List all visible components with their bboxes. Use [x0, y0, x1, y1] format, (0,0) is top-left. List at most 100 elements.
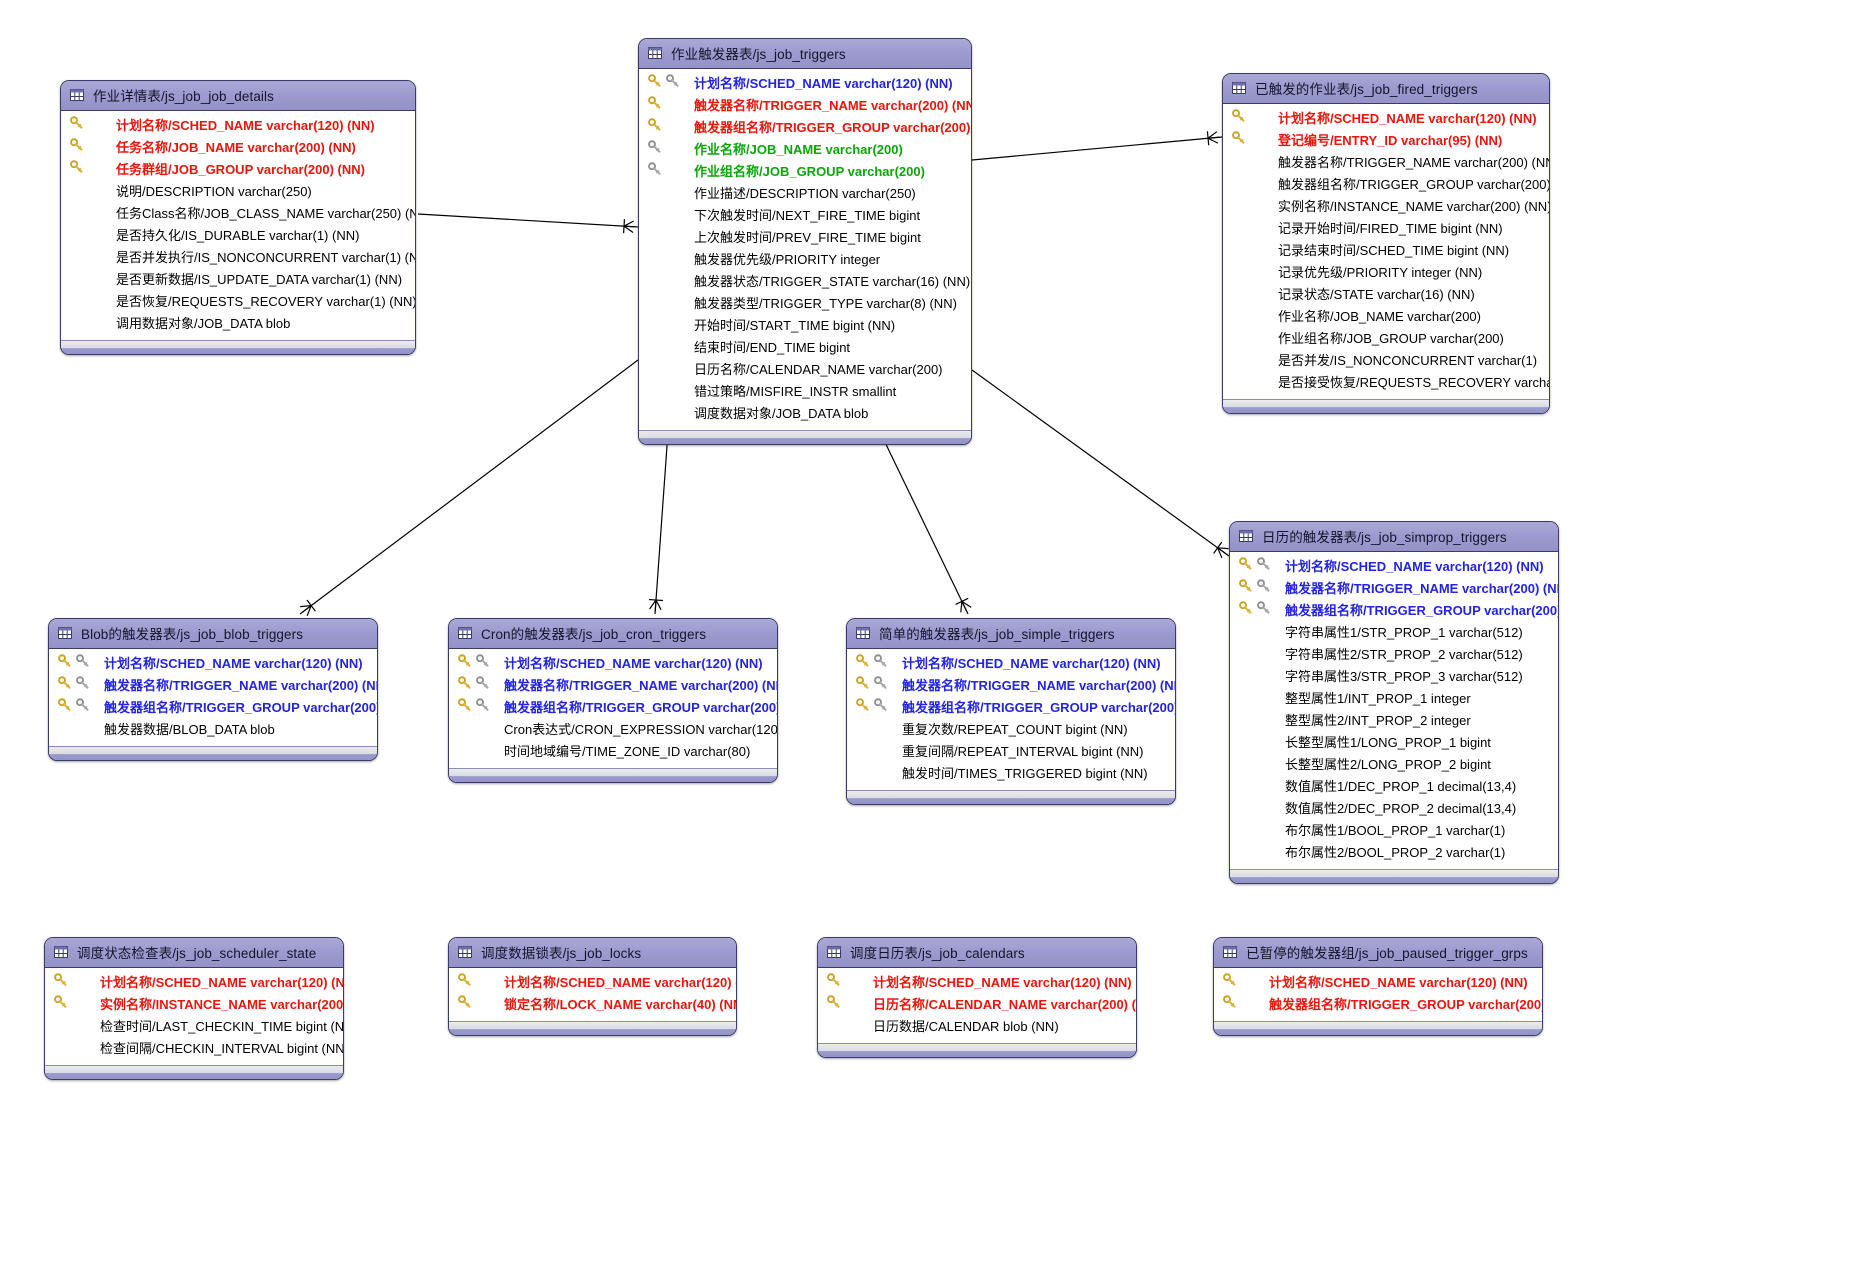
- attribute-row[interactable]: 任务Class名称/JOB_CLASS_NAME varchar(250) (N…: [61, 203, 415, 225]
- attribute-row[interactable]: 长整型属性1/LONG_PROP_1 bigint: [1230, 732, 1558, 754]
- attribute-row[interactable]: 作业组名称/JOB_GROUP varchar(200): [639, 161, 971, 183]
- entity-job_triggers[interactable]: 作业触发器表/js_job_triggers 计划名称/SCHED_NAME va…: [638, 38, 972, 445]
- attribute-row[interactable]: 触发器组名称/TRIGGER_GROUP varchar(200) (NN): [49, 697, 377, 719]
- entity-header-fired_triggers[interactable]: 已触发的作业表/js_job_fired_triggers: [1223, 74, 1549, 104]
- entity-calendars[interactable]: 调度日历表/js_job_calendars 计划名称/SCHED_NAME va…: [817, 937, 1137, 1058]
- attribute-row[interactable]: 实例名称/INSTANCE_NAME varchar(200) (NN): [45, 994, 343, 1016]
- attribute-row[interactable]: 作业名称/JOB_NAME varchar(200): [1223, 306, 1549, 328]
- attribute-row[interactable]: 调用数据对象/JOB_DATA blob: [61, 313, 415, 335]
- attribute-row[interactable]: 数值属性1/DEC_PROP_1 decimal(13,4): [1230, 776, 1558, 798]
- attribute-row[interactable]: 是否并发/IS_NONCONCURRENT varchar(1): [1223, 350, 1549, 372]
- attribute-row[interactable]: 计划名称/SCHED_NAME varchar(120) (NN): [449, 653, 777, 675]
- attribute-row[interactable]: 触发器组名称/TRIGGER_GROUP varchar(200) (NN): [847, 697, 1175, 719]
- attribute-row[interactable]: 触发器名称/TRIGGER_NAME varchar(200) (NN): [1230, 578, 1558, 600]
- attribute-row[interactable]: 作业描述/DESCRIPTION varchar(250): [639, 183, 971, 205]
- attribute-row[interactable]: 说明/DESCRIPTION varchar(250): [61, 181, 415, 203]
- attribute-row[interactable]: 开始时间/START_TIME bigint (NN): [639, 315, 971, 337]
- attribute-row[interactable]: 触发器名称/TRIGGER_NAME varchar(200) (NN): [1223, 152, 1549, 174]
- attribute-row[interactable]: 作业组名称/JOB_GROUP varchar(200): [1223, 328, 1549, 350]
- attribute-row[interactable]: 记录状态/STATE varchar(16) (NN): [1223, 284, 1549, 306]
- attribute-row[interactable]: 是否更新数据/IS_UPDATE_DATA varchar(1) (NN): [61, 269, 415, 291]
- attribute-row[interactable]: 触发器组名称/TRIGGER_GROUP varchar(200) (NN): [1223, 174, 1549, 196]
- entity-header-simple_triggers[interactable]: 简单的触发器表/js_job_simple_triggers: [847, 619, 1175, 649]
- attribute-row[interactable]: 锁定名称/LOCK_NAME varchar(40) (NN): [449, 994, 736, 1016]
- attribute-row[interactable]: 登记编号/ENTRY_ID varchar(95) (NN): [1223, 130, 1549, 152]
- attribute-row[interactable]: 日历数据/CALENDAR blob (NN): [818, 1016, 1136, 1038]
- attribute-row[interactable]: 计划名称/SCHED_NAME varchar(120) (NN): [45, 972, 343, 994]
- attribute-row[interactable]: 触发器名称/TRIGGER_NAME varchar(200) (NN): [49, 675, 377, 697]
- attribute-row[interactable]: 错过策略/MISFIRE_INSTR smallint: [639, 381, 971, 403]
- attribute-row[interactable]: 调度数据对象/JOB_DATA blob: [639, 403, 971, 425]
- attribute-row[interactable]: 触发器名称/TRIGGER_NAME varchar(200) (NN): [449, 675, 777, 697]
- attribute-row[interactable]: 任务群组/JOB_GROUP varchar(200) (NN): [61, 159, 415, 181]
- attribute-row[interactable]: 计划名称/SCHED_NAME varchar(120) (NN): [1214, 972, 1542, 994]
- attribute-row[interactable]: 计划名称/SCHED_NAME varchar(120) (NN): [847, 653, 1175, 675]
- attribute-row[interactable]: 触发器组名称/TRIGGER_GROUP varchar(200) (NN): [1214, 994, 1542, 1016]
- attribute-row[interactable]: 记录优先级/PRIORITY integer (NN): [1223, 262, 1549, 284]
- attribute-row[interactable]: 布尔属性2/BOOL_PROP_2 varchar(1): [1230, 842, 1558, 864]
- entity-header-job_triggers[interactable]: 作业触发器表/js_job_triggers: [639, 39, 971, 69]
- attribute-row[interactable]: 计划名称/SCHED_NAME varchar(120) (NN): [1223, 108, 1549, 130]
- attribute-row[interactable]: 计划名称/SCHED_NAME varchar(120) (NN): [61, 115, 415, 137]
- attribute-row[interactable]: 记录结束时间/SCHED_TIME bigint (NN): [1223, 240, 1549, 262]
- attribute-row[interactable]: 触发器状态/TRIGGER_STATE varchar(16) (NN): [639, 271, 971, 293]
- attribute-row[interactable]: 任务名称/JOB_NAME varchar(200) (NN): [61, 137, 415, 159]
- entity-header-blob_triggers[interactable]: Blob的触发器表/js_job_blob_triggers: [49, 619, 377, 649]
- attribute-row[interactable]: 整型属性1/INT_PROP_1 integer: [1230, 688, 1558, 710]
- attribute-row[interactable]: 检查间隔/CHECKIN_INTERVAL bigint (NN): [45, 1038, 343, 1060]
- attribute-row[interactable]: 计划名称/SCHED_NAME varchar(120) (NN): [818, 972, 1136, 994]
- entity-locks[interactable]: 调度数据锁表/js_job_locks 计划名称/SCHED_NAME varch…: [448, 937, 737, 1036]
- entity-simple_triggers[interactable]: 简单的触发器表/js_job_simple_triggers 计划名称/SCHED…: [846, 618, 1176, 805]
- attribute-row[interactable]: 触发器数据/BLOB_DATA blob: [49, 719, 377, 741]
- attribute-row[interactable]: 触发器组名称/TRIGGER_GROUP varchar(200) (NN): [639, 117, 971, 139]
- attribute-row[interactable]: 上次触发时间/PREV_FIRE_TIME bigint: [639, 227, 971, 249]
- attribute-row[interactable]: 触发器组名称/TRIGGER_GROUP varchar(200) (NN): [1230, 600, 1558, 622]
- attribute-row[interactable]: 重复次数/REPEAT_COUNT bigint (NN): [847, 719, 1175, 741]
- entity-fired_triggers[interactable]: 已触发的作业表/js_job_fired_triggers 计划名称/SCHED_…: [1222, 73, 1550, 414]
- entity-cron_triggers[interactable]: Cron的触发器表/js_job_cron_triggers 计划名称/SCHED…: [448, 618, 778, 783]
- attribute-row[interactable]: 计划名称/SCHED_NAME varchar(120) (NN): [639, 73, 971, 95]
- entity-header-scheduler_state[interactable]: 调度状态检查表/js_job_scheduler_state: [45, 938, 343, 968]
- attribute-row[interactable]: 字符串属性3/STR_PROP_3 varchar(512): [1230, 666, 1558, 688]
- attribute-row[interactable]: 检查时间/LAST_CHECKIN_TIME bigint (NN): [45, 1016, 343, 1038]
- attribute-row[interactable]: 整型属性2/INT_PROP_2 integer: [1230, 710, 1558, 732]
- attribute-row[interactable]: 是否恢复/REQUESTS_RECOVERY varchar(1) (NN): [61, 291, 415, 313]
- attribute-row[interactable]: 计划名称/SCHED_NAME varchar(120) (NN): [49, 653, 377, 675]
- attribute-row[interactable]: 触发器类型/TRIGGER_TYPE varchar(8) (NN): [639, 293, 971, 315]
- entity-blob_triggers[interactable]: Blob的触发器表/js_job_blob_triggers 计划名称/SCHED…: [48, 618, 378, 761]
- attribute-row[interactable]: 触发器名称/TRIGGER_NAME varchar(200) (NN): [639, 95, 971, 117]
- attribute-row[interactable]: 触发器名称/TRIGGER_NAME varchar(200) (NN): [847, 675, 1175, 697]
- entity-header-job_details[interactable]: 作业详情表/js_job_job_details: [61, 81, 415, 111]
- attribute-row[interactable]: 计划名称/SCHED_NAME varchar(120) (NN): [449, 972, 736, 994]
- attribute-row[interactable]: 作业名称/JOB_NAME varchar(200): [639, 139, 971, 161]
- attribute-row[interactable]: 计划名称/SCHED_NAME varchar(120) (NN): [1230, 556, 1558, 578]
- entity-scheduler_state[interactable]: 调度状态检查表/js_job_scheduler_state 计划名称/SCHED…: [44, 937, 344, 1080]
- entity-header-paused_trigger_grps[interactable]: 已暂停的触发器组/js_job_paused_trigger_grps: [1214, 938, 1542, 968]
- attribute-row[interactable]: 重复间隔/REPEAT_INTERVAL bigint (NN): [847, 741, 1175, 763]
- attribute-row[interactable]: 下次触发时间/NEXT_FIRE_TIME bigint: [639, 205, 971, 227]
- attribute-row[interactable]: 布尔属性1/BOOL_PROP_1 varchar(1): [1230, 820, 1558, 842]
- entity-header-locks[interactable]: 调度数据锁表/js_job_locks: [449, 938, 736, 968]
- attribute-row[interactable]: 是否持久化/IS_DURABLE varchar(1) (NN): [61, 225, 415, 247]
- entity-header-cron_triggers[interactable]: Cron的触发器表/js_job_cron_triggers: [449, 619, 777, 649]
- entity-job_details[interactable]: 作业详情表/js_job_job_details 计划名称/SCHED_NAME …: [60, 80, 416, 355]
- attribute-row[interactable]: 字符串属性1/STR_PROP_1 varchar(512): [1230, 622, 1558, 644]
- attribute-row[interactable]: 时间地域编号/TIME_ZONE_ID varchar(80): [449, 741, 777, 763]
- attribute-row[interactable]: 触发器优先级/PRIORITY integer: [639, 249, 971, 271]
- entity-header-calendars[interactable]: 调度日历表/js_job_calendars: [818, 938, 1136, 968]
- attribute-row[interactable]: 数值属性2/DEC_PROP_2 decimal(13,4): [1230, 798, 1558, 820]
- attribute-row[interactable]: 是否并发执行/IS_NONCONCURRENT varchar(1) (NN): [61, 247, 415, 269]
- attribute-row[interactable]: 结束时间/END_TIME bigint: [639, 337, 971, 359]
- attribute-row[interactable]: 日历名称/CALENDAR_NAME varchar(200) (NN): [818, 994, 1136, 1016]
- entity-paused_trigger_grps[interactable]: 已暂停的触发器组/js_job_paused_trigger_grps 计划名称/…: [1213, 937, 1543, 1036]
- attribute-row[interactable]: 触发时间/TIMES_TRIGGERED bigint (NN): [847, 763, 1175, 785]
- attribute-row[interactable]: 字符串属性2/STR_PROP_2 varchar(512): [1230, 644, 1558, 666]
- attribute-row[interactable]: 记录开始时间/FIRED_TIME bigint (NN): [1223, 218, 1549, 240]
- attribute-row[interactable]: 日历名称/CALENDAR_NAME varchar(200): [639, 359, 971, 381]
- attribute-row[interactable]: Cron表达式/CRON_EXPRESSION varchar(120) (NN…: [449, 719, 777, 741]
- attribute-row[interactable]: 是否接受恢复/REQUESTS_RECOVERY varchar(1): [1223, 372, 1549, 394]
- attribute-row[interactable]: 触发器组名称/TRIGGER_GROUP varchar(200) (NN): [449, 697, 777, 719]
- attribute-row[interactable]: 长整型属性2/LONG_PROP_2 bigint: [1230, 754, 1558, 776]
- attribute-row[interactable]: 实例名称/INSTANCE_NAME varchar(200) (NN): [1223, 196, 1549, 218]
